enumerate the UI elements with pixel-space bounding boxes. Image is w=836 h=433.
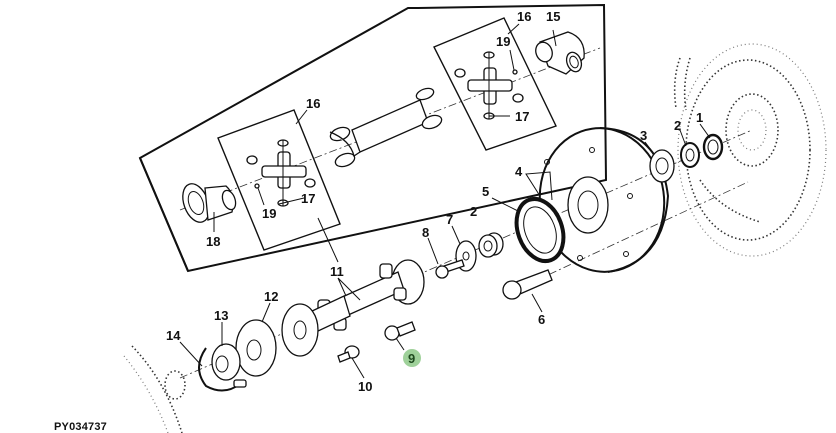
bolt-centerline [519, 181, 749, 289]
snap-ring-part [198, 347, 241, 392]
bolt-10-part [337, 345, 360, 363]
leader-17-left [278, 197, 305, 205]
callout-12[interactable]: 12 [264, 289, 278, 304]
flange-yoke-part [182, 183, 237, 223]
callout-19-right[interactable]: 19 [496, 34, 510, 49]
callout-9-highlight [403, 349, 421, 367]
ujoint-cross-right [454, 51, 524, 120]
callout-13[interactable]: 13 [214, 308, 228, 323]
leader-8 [427, 237, 439, 265]
callout-7[interactable]: 7 [446, 212, 453, 227]
callout-11[interactable]: 11 [330, 264, 344, 279]
bolt-9-part [384, 321, 416, 341]
inset-leader-line [317, 217, 339, 263]
callout-2-right[interactable]: 2 [674, 118, 681, 133]
ujoint-cross-left [246, 139, 316, 207]
bolt-6-part [502, 269, 553, 300]
bolt-8-part [435, 259, 465, 279]
leader-10 [351, 357, 365, 379]
callout-15[interactable]: 15 [546, 9, 560, 24]
callout-labels: 1 2 3 4 5 6 7 2 8 9 10 11 12 13 14 15 16… [166, 9, 703, 394]
callout-4[interactable]: 4 [515, 164, 523, 179]
callout-19-left[interactable]: 19 [262, 206, 276, 221]
leader-1 [699, 123, 711, 139]
callout-17-left[interactable]: 17 [301, 191, 315, 206]
callout-1[interactable]: 1 [696, 110, 703, 125]
spacer-part [478, 232, 504, 258]
callout-9[interactable]: 9 [408, 351, 415, 366]
seal-1-part [702, 133, 724, 161]
leader-19-left [257, 187, 265, 206]
ujoint-box-right [433, 17, 557, 151]
leader-4 [525, 171, 553, 201]
inset-panel-edge [139, 157, 189, 272]
callout-16-left[interactable]: 16 [306, 96, 320, 111]
callout-3[interactable]: 3 [640, 128, 647, 143]
inset-panel-border [138, 3, 608, 273]
seal-part [514, 197, 566, 263]
leader-2-right [679, 129, 687, 147]
callout-8[interactable]: 8 [422, 225, 429, 240]
leader-5 [491, 197, 521, 213]
flange-12-part [235, 319, 277, 377]
leader-15 [552, 29, 557, 47]
flywheel-left-outline [123, 345, 186, 433]
callout-14[interactable]: 14 [166, 328, 181, 343]
callout-18[interactable]: 18 [206, 234, 220, 249]
coupler-shaft-part [309, 259, 425, 333]
callout-16-right[interactable]: 16 [517, 9, 531, 24]
leader-9 [395, 337, 405, 351]
callout-10[interactable]: 10 [358, 379, 372, 394]
leader-11 [337, 277, 361, 301]
inset-panel [138, 3, 608, 273]
leader-14 [179, 341, 203, 367]
callout-6[interactable]: 6 [538, 312, 545, 327]
snap-ring-key [233, 379, 247, 388]
flange-plate-part [281, 303, 319, 357]
bearing-3-part [649, 149, 675, 183]
leader-16-right [507, 23, 520, 35]
hub-part [211, 343, 241, 381]
callout-2-left[interactable]: 2 [470, 204, 477, 219]
leader-6 [531, 293, 543, 313]
leader-16-left [295, 109, 308, 125]
ujoint-box-left [217, 109, 341, 251]
main-assembly [179, 123, 753, 392]
flange-yoke-15-part [535, 31, 585, 75]
leader-7 [451, 225, 461, 245]
figure-id: PY034737 [54, 421, 107, 433]
drive-shaft-tube [329, 87, 443, 168]
callout-17-right[interactable]: 17 [515, 109, 529, 124]
leader-12 [261, 302, 271, 323]
bearing-2-part [680, 142, 700, 168]
leader-3 [644, 141, 655, 155]
leader-19-right [509, 49, 515, 71]
callout-5[interactable]: 5 [482, 184, 489, 199]
